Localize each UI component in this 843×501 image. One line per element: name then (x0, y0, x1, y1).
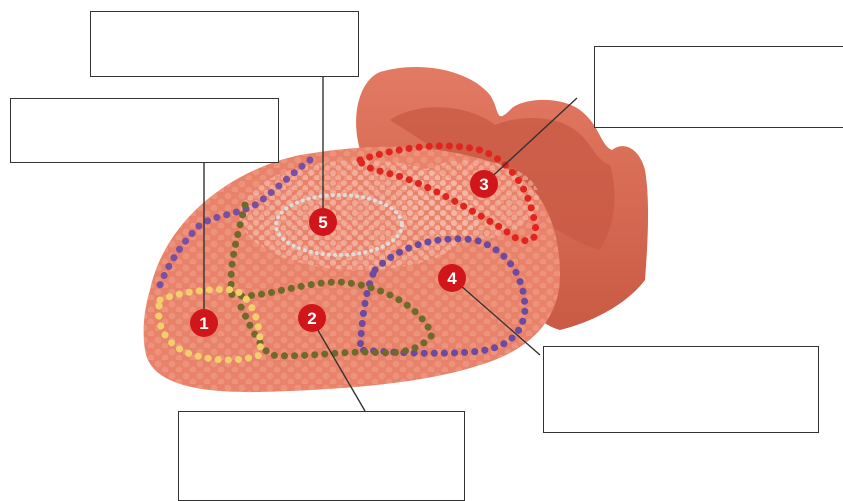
label-box-2[interactable] (178, 411, 465, 501)
marker-2: 2 (298, 304, 326, 332)
marker-4: 4 (438, 264, 466, 292)
label-box-4[interactable] (543, 346, 819, 433)
marker-1-number: 1 (199, 314, 208, 333)
marker-4-number: 4 (447, 269, 457, 288)
label-box-5[interactable] (90, 11, 359, 77)
label-box-1[interactable] (10, 98, 279, 163)
marker-5-number: 5 (318, 213, 327, 232)
atrial-texture (400, 160, 540, 240)
marker-2-number: 2 (307, 309, 316, 328)
marker-3: 3 (470, 170, 498, 198)
marker-5: 5 (309, 208, 337, 236)
label-box-3[interactable] (594, 46, 843, 128)
marker-1: 1 (190, 309, 218, 337)
marker-3-number: 3 (479, 175, 488, 194)
